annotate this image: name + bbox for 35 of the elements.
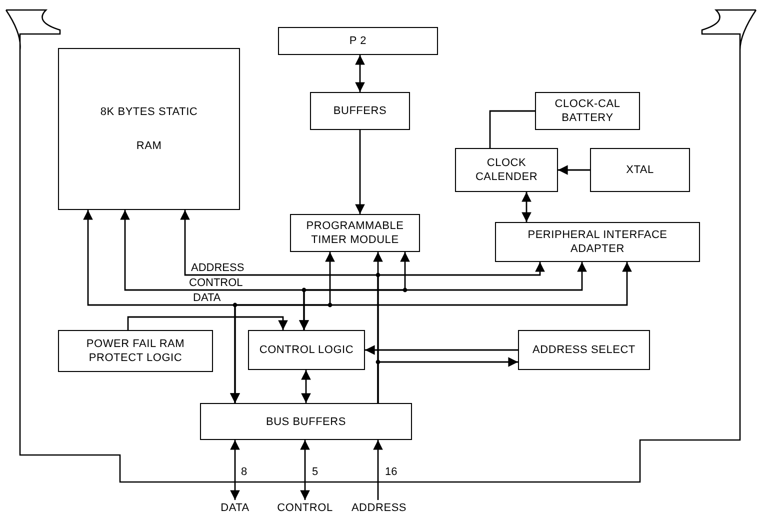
arrow [558,165,590,175]
bus-label: CONTROL [188,277,244,289]
arrow [373,440,383,500]
block-box: CLOCK CALENDER [455,148,558,192]
block-box: CONTROL LOGIC [248,330,365,370]
block-box: P 2 [278,27,438,55]
arrow [355,55,365,92]
arrow [355,130,365,214]
edge-label: 5 [311,466,320,478]
bus-label: ADDRESS [190,262,246,274]
arrow [127,316,288,330]
block-box: CLOCK-CAL BATTERY [535,92,640,130]
arrow [300,440,310,500]
arrow [522,192,532,222]
block-box: PROGRAMMABLE TIMER MODULE [290,214,420,252]
arrow [230,440,240,500]
block-box: 8K BYTES STATIC RAM [58,48,240,210]
connector-line [489,110,535,148]
edge-label: 8 [240,466,248,478]
block-box: ADDRESS SELECT [518,330,650,370]
block-box: BUS BUFFERS [200,403,412,440]
block-box: POWER FAIL RAM PROTECT LOGIC [58,330,213,372]
arrow [230,262,632,403]
block-box: BUFFERS [310,92,410,130]
block-box: PERIPHERAL INTERFACE ADAPTER [495,222,700,262]
bus-label: DATA [192,292,222,304]
arrow [299,262,587,330]
arrow [365,345,518,355]
bus-label: ADDRESS [346,500,412,516]
arrow [377,357,518,403]
bus-label: DATA [213,500,257,516]
bus-label: CONTROL [272,500,338,516]
block-box: XTAL [590,148,690,192]
edge-label: 16 [384,466,398,478]
arrow [301,370,311,403]
